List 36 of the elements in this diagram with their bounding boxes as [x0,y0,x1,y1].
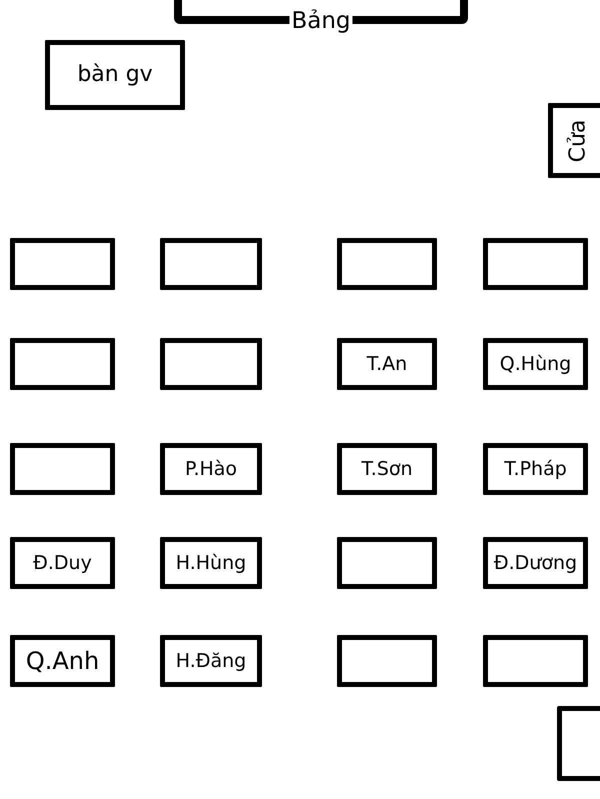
desk-box [483,635,588,687]
desk-label: bàn gv [77,62,153,88]
desk-box [337,635,437,687]
desk-box [483,537,588,589]
student-name: Đ.Duy [33,552,92,574]
desk-box [557,706,600,781]
desk-box [337,238,437,290]
desk-box [337,443,437,495]
desk-box [45,40,185,110]
door-box [548,103,600,178]
desk-box [160,537,262,589]
desk-box [10,338,115,390]
student-name: T.Sơn [361,458,413,480]
desk-box [10,443,115,495]
desk-box [160,338,262,390]
student-name: Đ.Dương [494,552,578,574]
desk-box [160,238,262,290]
student-name: P.Hào [184,458,238,480]
desk-box [337,537,437,589]
desk-box [160,443,262,495]
desk-box [10,635,115,687]
student-name: Q.Anh [26,648,100,674]
desk-box [10,537,115,589]
student-name: T.Pháp [504,458,567,480]
door-label: Cửa [567,119,589,162]
desk-box [160,635,262,687]
student-name: Q.Hùng [500,354,572,374]
desk-box [337,338,437,390]
desk-box [483,443,588,495]
desk-box [10,238,115,290]
board-label: Bảng [289,8,353,34]
student-name: H.Đăng [176,650,246,672]
desk-box [483,238,588,290]
student-name: T.An [366,354,408,374]
student-name: H.Hùng [176,552,246,574]
desk-box [483,338,588,390]
